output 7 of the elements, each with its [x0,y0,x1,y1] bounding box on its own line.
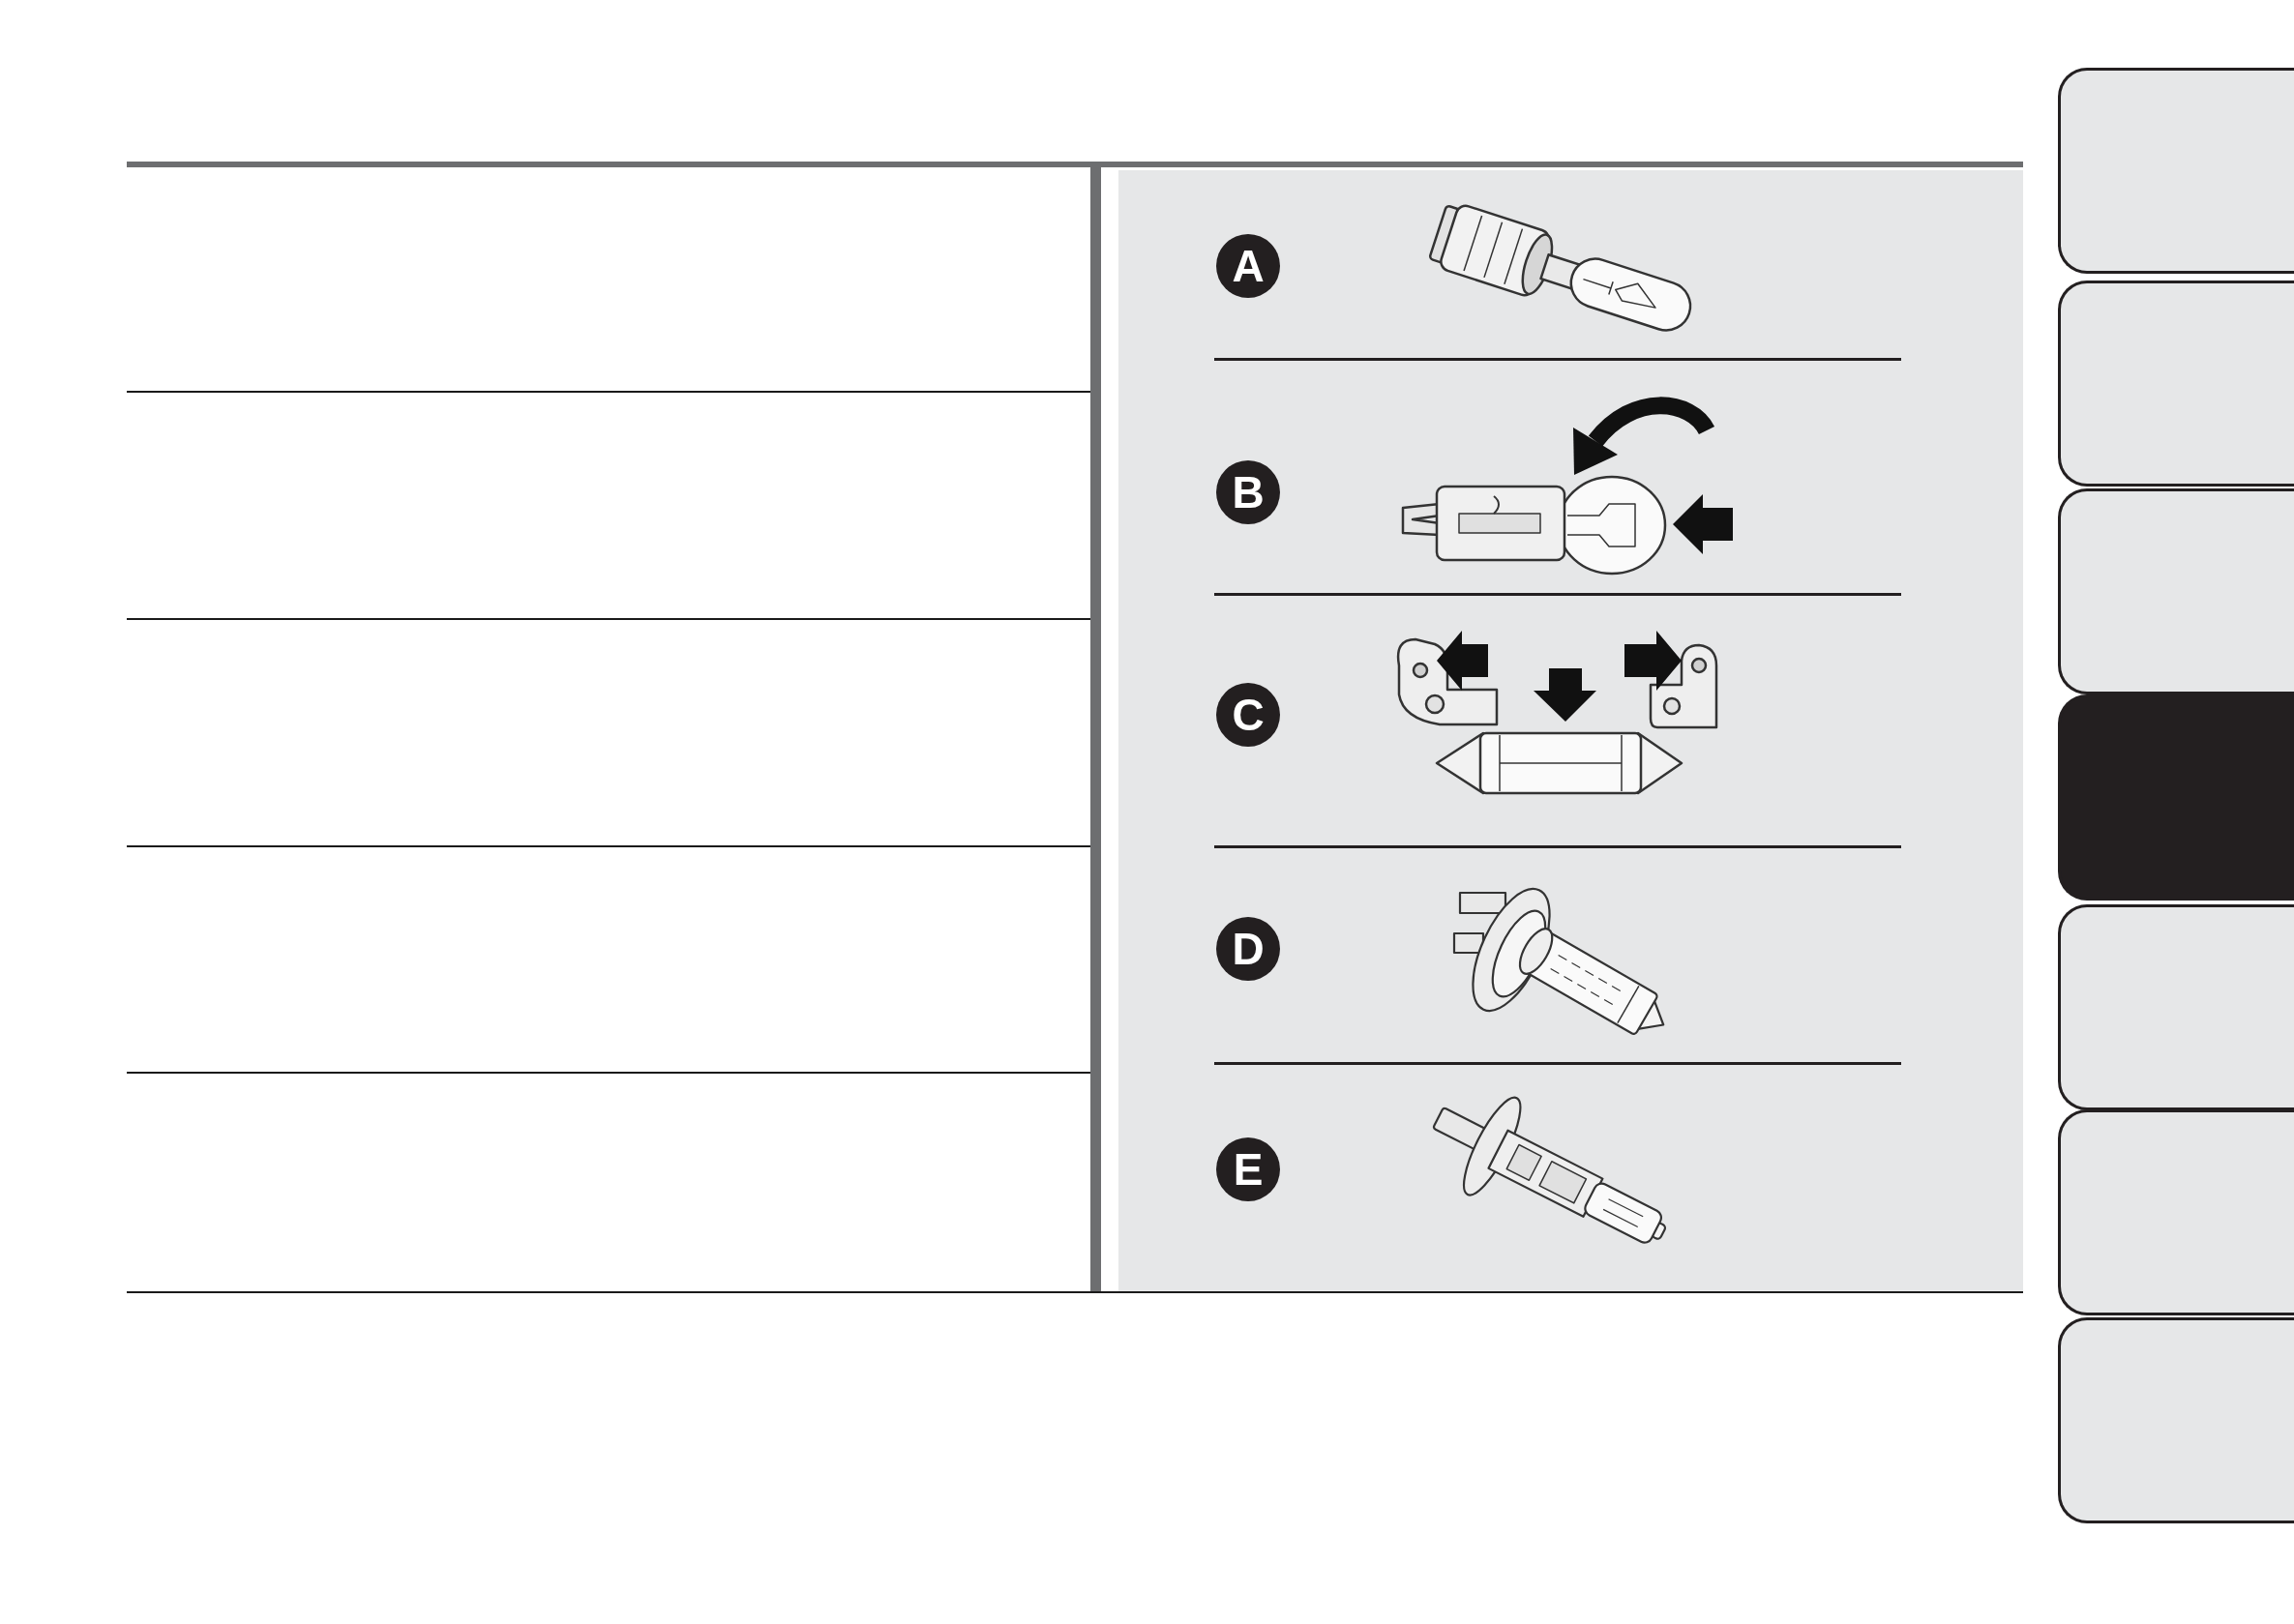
section-tab [2058,488,2294,694]
section-tab [2058,1109,2294,1315]
active-section-tab [2058,694,2294,901]
section-tab [2058,904,2294,1110]
section-tab [2058,68,2294,274]
section-tab [2058,281,2294,487]
section-tab [2058,1317,2294,1523]
